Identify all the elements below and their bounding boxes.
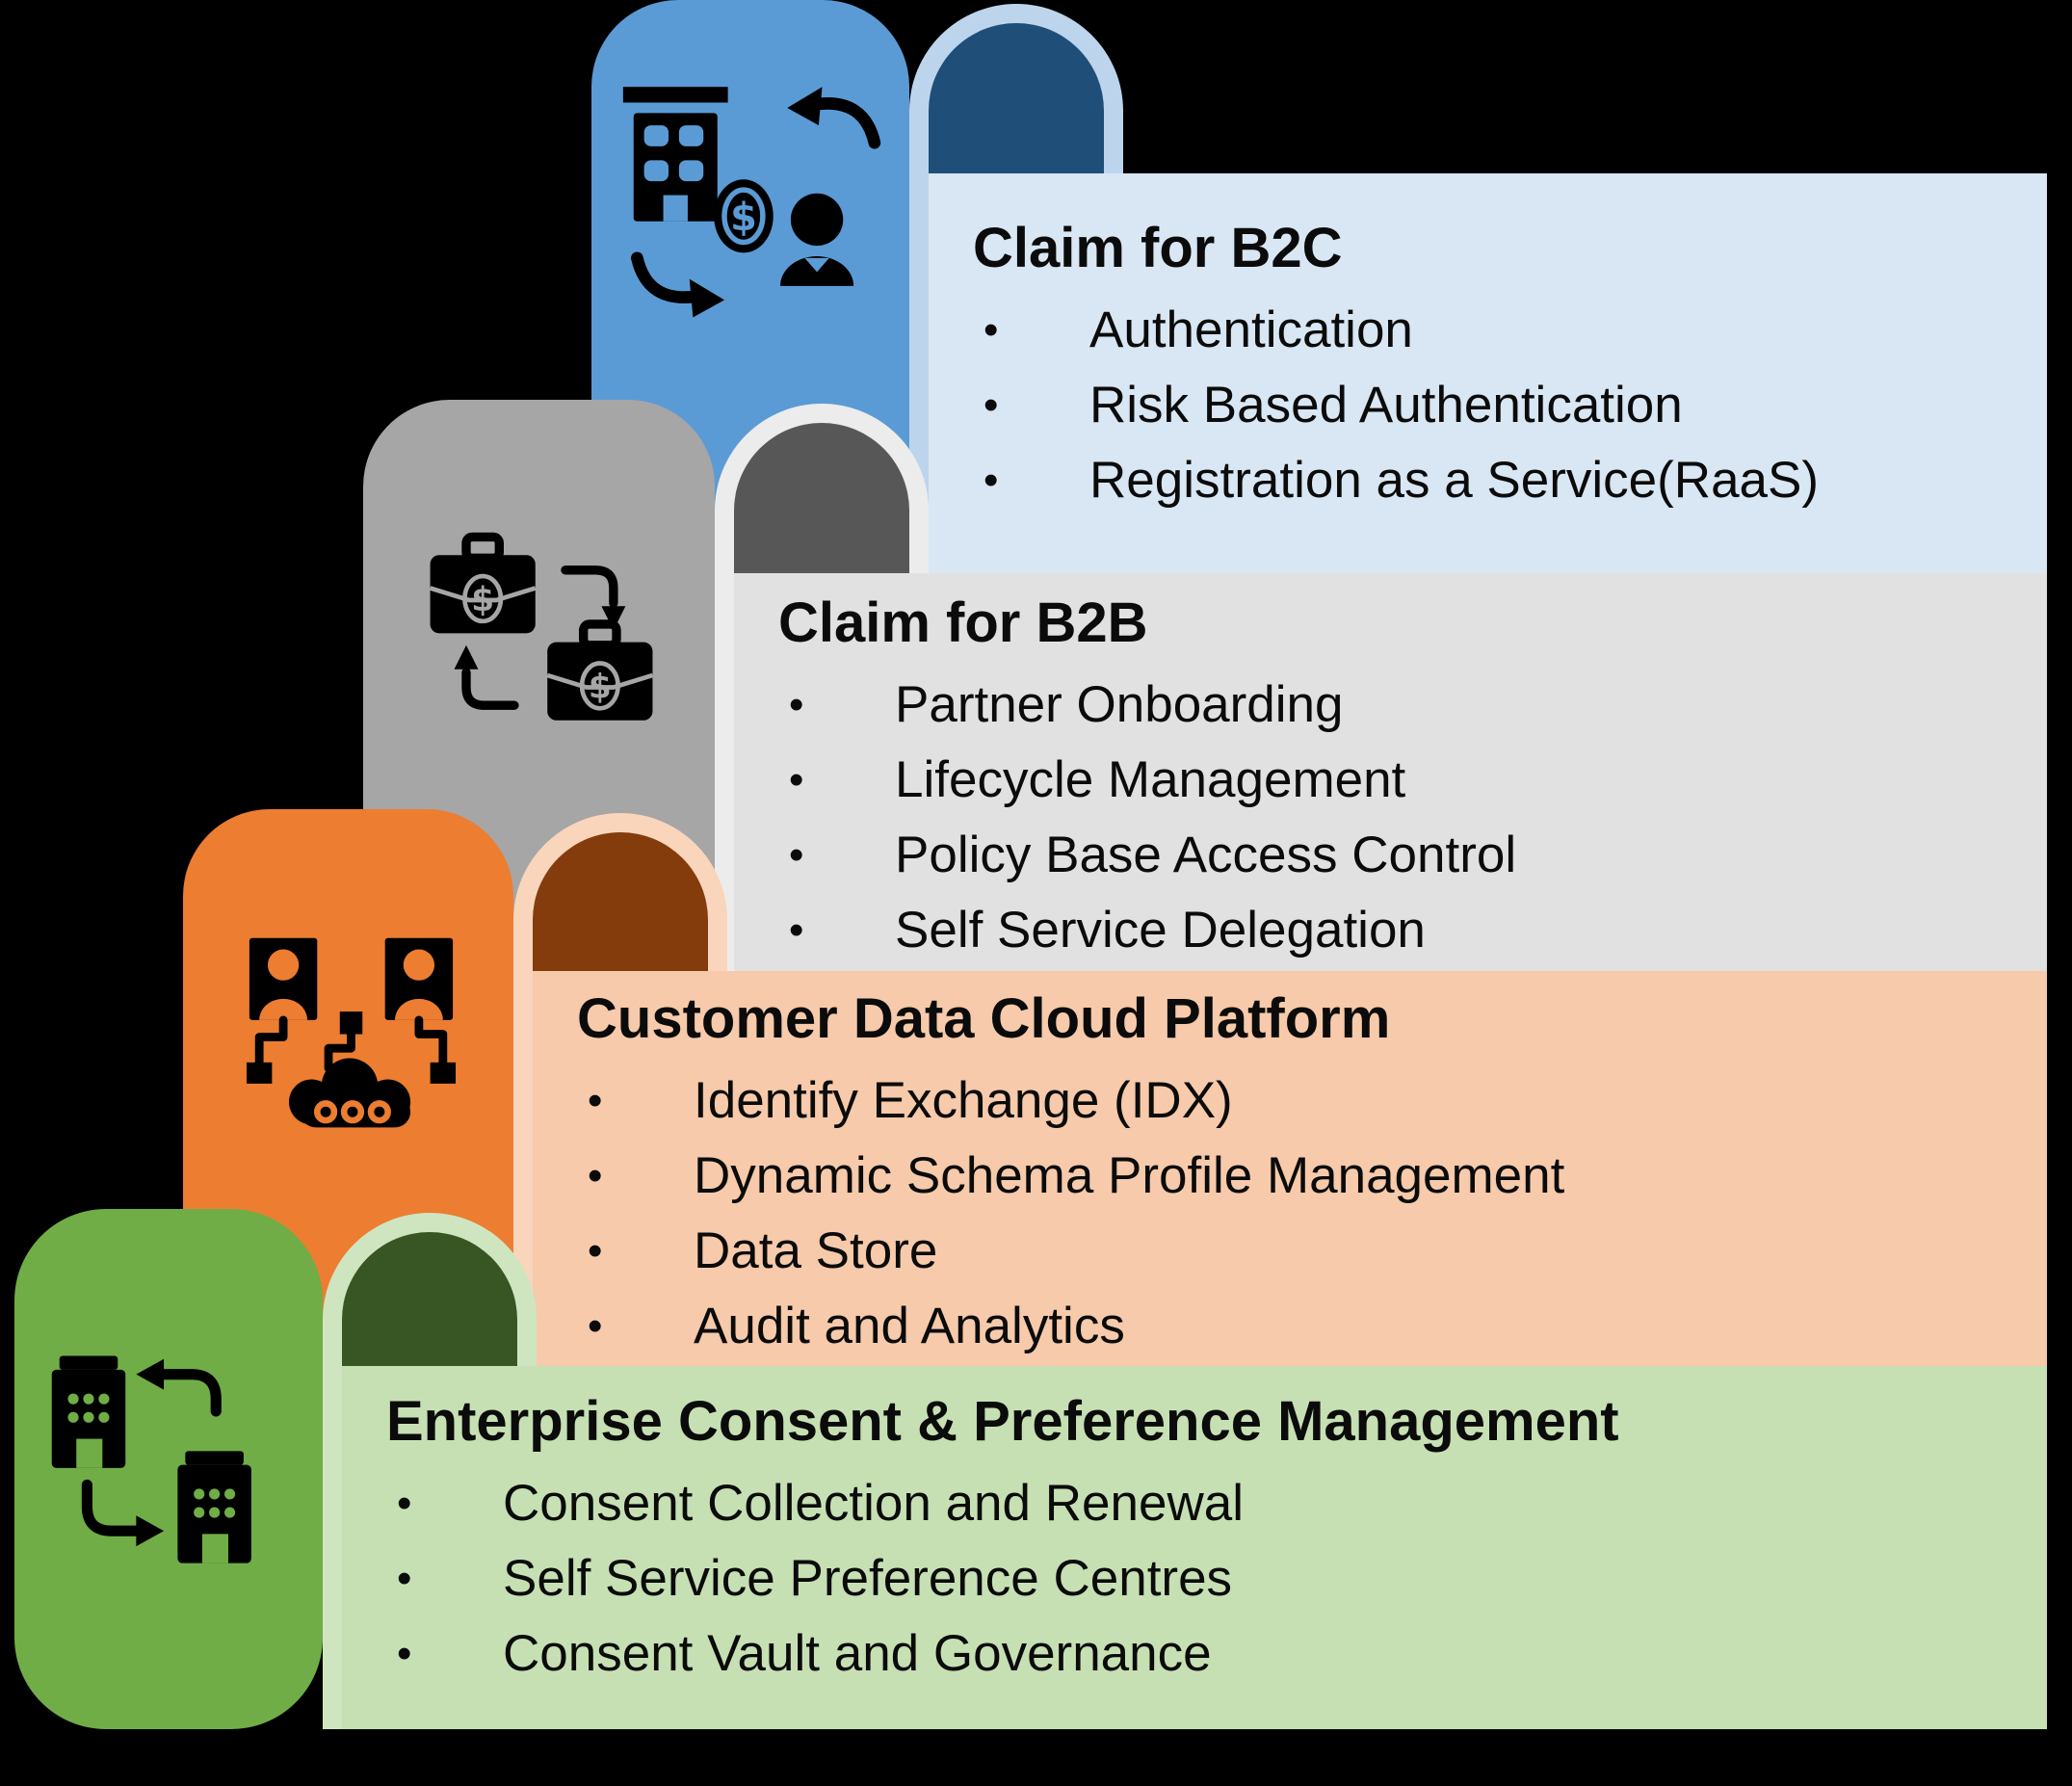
bullet-dot: • xyxy=(397,1630,412,1677)
svg-text:$: $ xyxy=(730,196,757,240)
list-item: • Consent Collection and Renewal xyxy=(342,1466,2047,1541)
list-item: • Risk Based Authentication xyxy=(929,368,2047,443)
bullet-text: Self Service Delegation xyxy=(895,902,1426,959)
bullet-text: Policy Base Access Control xyxy=(895,827,1517,884)
b2b-panel: Claim for B2B • Partner Onboarding • Lifec… xyxy=(734,573,2047,983)
list-item: • Dynamic Schema Profile Management xyxy=(533,1139,2047,1214)
bullet-text: Identify Exchange (IDX) xyxy=(694,1072,1233,1130)
bullet-dot: • xyxy=(588,1227,603,1274)
bullet-dot: • xyxy=(397,1555,412,1602)
svg-text:$: $ xyxy=(589,668,612,706)
bullet-dot: • xyxy=(789,831,804,879)
bullet-text: Risk Based Authentication xyxy=(1089,377,1683,434)
bullet-dot: • xyxy=(588,1077,603,1124)
bullet-text: Consent Vault and Governance xyxy=(503,1625,1212,1683)
list-item: • Authentication xyxy=(929,293,2047,368)
list-item: • Self Service Preference Centres xyxy=(342,1541,2047,1616)
bullet-dot: • xyxy=(588,1152,603,1199)
bullet-dot: • xyxy=(984,457,999,504)
list-item: • Data Store xyxy=(533,1214,2047,1289)
people-cloud-network-icon xyxy=(246,937,457,1128)
bullet-dot: • xyxy=(789,906,804,954)
list-item: • Lifecycle Management xyxy=(734,743,2047,818)
cdc-panel: Customer Data Cloud Platform • Identify E… xyxy=(533,971,2047,1366)
bullet-dot: • xyxy=(588,1302,603,1350)
bullet-text: Dynamic Schema Profile Management xyxy=(694,1147,1565,1205)
briefcase-exchange-icon: $ $ xyxy=(429,532,654,721)
panel-title: Claim for B2C xyxy=(973,217,1343,279)
svg-text:$: $ xyxy=(471,581,494,619)
consent-icon-card xyxy=(14,1209,323,1729)
bullet-text: Partner Onboarding xyxy=(895,676,1344,734)
list-item: • Partner Onboarding xyxy=(734,668,2047,743)
panel-title: Customer Data Cloud Platform xyxy=(577,987,1391,1050)
bullet-text: Authentication xyxy=(1089,302,1413,359)
bullet-dot: • xyxy=(984,381,999,429)
bullet-text: Registration as a Service(RaaS) xyxy=(1089,452,1820,510)
list-item: • Consent Vault and Governance xyxy=(342,1616,2047,1692)
bullet-dot: • xyxy=(789,681,804,728)
bullet-dot: • xyxy=(984,306,999,354)
bullet-text: Data Store xyxy=(694,1222,938,1280)
bullet-text: Consent Collection and Renewal xyxy=(503,1475,1244,1533)
building-exchange-icon xyxy=(51,1355,251,1563)
panel-title: Enterprise Consent & Preference Manageme… xyxy=(386,1390,1619,1453)
b2c-panel: Claim for B2C • Authentication • Risk Base… xyxy=(929,173,2047,573)
bullet-text: Self Service Preference Centres xyxy=(503,1550,1233,1608)
list-item: • Policy Base Access Control xyxy=(734,818,2047,893)
bullet-dot: • xyxy=(789,756,804,803)
consent-panel: Enterprise Consent & Preference Manageme… xyxy=(342,1366,2047,1729)
list-item: • Registration as a Service(RaaS) xyxy=(929,443,2047,518)
list-item: • Audit and Analytics xyxy=(533,1289,2047,1364)
panel-title: Claim for B2B xyxy=(778,591,1148,654)
list-item: • Identify Exchange (IDX) xyxy=(533,1064,2047,1139)
bullet-dot: • xyxy=(397,1480,412,1527)
bullet-text: Audit and Analytics xyxy=(694,1298,1125,1355)
bullet-text: Lifecycle Management xyxy=(895,751,1406,809)
list-item: • Self Service Delegation xyxy=(734,893,2047,968)
business-customer-money-exchange-icon: $ xyxy=(622,87,881,318)
